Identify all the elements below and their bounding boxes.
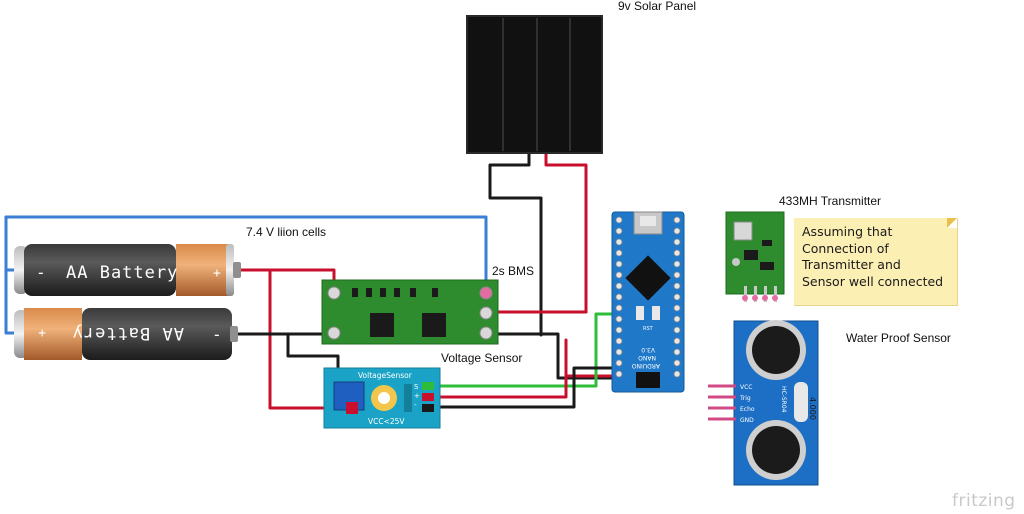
wire-bms-gnd[interactable] bbox=[484, 332, 622, 380]
arduino-version: V3.0 bbox=[641, 346, 655, 353]
wire-green-signal[interactable] bbox=[426, 312, 622, 388]
arduino-header-left bbox=[615, 216, 623, 378]
note-fold-icon bbox=[947, 218, 957, 228]
note-line-2: Connection of bbox=[802, 240, 889, 256]
voltage-sensor-module[interactable]: VoltageSensor - + S VCC<25V bbox=[323, 367, 441, 429]
voltage-module-title: VoltageSensor bbox=[358, 371, 413, 380]
wires bbox=[4, 150, 622, 410]
arduino-rst: RST bbox=[643, 326, 654, 332]
solar-panel[interactable] bbox=[466, 15, 603, 154]
voltage-module-pin-plus: + bbox=[414, 392, 420, 400]
voltage-module-caption: VCC<25V bbox=[368, 417, 405, 426]
ultrasonic-pin-trig: Trig bbox=[739, 395, 751, 402]
battery-bottom-label: AA Battery bbox=[72, 323, 184, 343]
note-sticky: Assuming that Connection of Transmitter … bbox=[794, 218, 958, 306]
rf-transmitter[interactable] bbox=[725, 211, 785, 302]
wire-solar-black[interactable] bbox=[488, 150, 543, 337]
arduino-name: ARDUINO bbox=[631, 362, 660, 369]
ultrasonic-pin-vcc: VCC bbox=[740, 384, 752, 391]
battery-top[interactable]: - AA Battery + bbox=[14, 244, 241, 296]
ultrasonic-pin-gnd: GND bbox=[740, 417, 754, 424]
wire-black-vsensor-gnd[interactable] bbox=[426, 366, 622, 409]
wire-solar-red[interactable] bbox=[484, 150, 588, 314]
arduino-nano[interactable]: RST ARDUINO NANO V3.0 bbox=[611, 211, 685, 393]
battery-bottom-minus: - bbox=[212, 325, 222, 344]
battery-top-plus: + bbox=[213, 266, 221, 281]
ultrasonic-pin-echo: Echo bbox=[740, 406, 755, 413]
label-waterproof-sensor: Water Proof Sensor bbox=[846, 331, 951, 345]
label-solar-panel: 9v Solar Panel bbox=[618, 0, 697, 13]
arduino-model: NANO bbox=[638, 354, 656, 361]
battery-bottom-plus: + bbox=[38, 325, 46, 340]
note-line-3: Transmitter and bbox=[802, 257, 901, 272]
arduino-header-right bbox=[673, 216, 681, 378]
wire-red-vsensor-plus[interactable] bbox=[426, 374, 568, 399]
fritzing-logo: fritzing bbox=[952, 491, 1016, 511]
label-liion-cells: 7.4 V liion cells bbox=[246, 225, 327, 239]
voltage-module-pin-minus: - bbox=[414, 401, 417, 409]
label-voltage-sensor: Voltage Sensor bbox=[441, 351, 523, 365]
ultrasonic-model: HC-SR04 bbox=[780, 386, 787, 413]
label-transmitter: 433MH Transmitter bbox=[779, 194, 882, 208]
voltage-module-pin-s: S bbox=[414, 383, 419, 391]
note-line-1: Assuming that bbox=[802, 224, 893, 239]
ultrasonic-crystal: 4.000 bbox=[808, 397, 817, 420]
wire-red-battery[interactable] bbox=[238, 268, 336, 295]
battery-top-minus: - bbox=[36, 263, 46, 282]
battery-bottom[interactable]: + AA Battery - bbox=[14, 308, 238, 360]
bms-board[interactable] bbox=[321, 279, 499, 345]
ultrasonic-sensor[interactable]: 4.000 HC-SR04 VCC Trig Echo GND bbox=[708, 320, 819, 486]
battery-top-label: AA Battery bbox=[66, 263, 178, 283]
note-line-4: Sensor well connected bbox=[802, 273, 944, 289]
label-bms: 2s BMS bbox=[492, 264, 535, 278]
